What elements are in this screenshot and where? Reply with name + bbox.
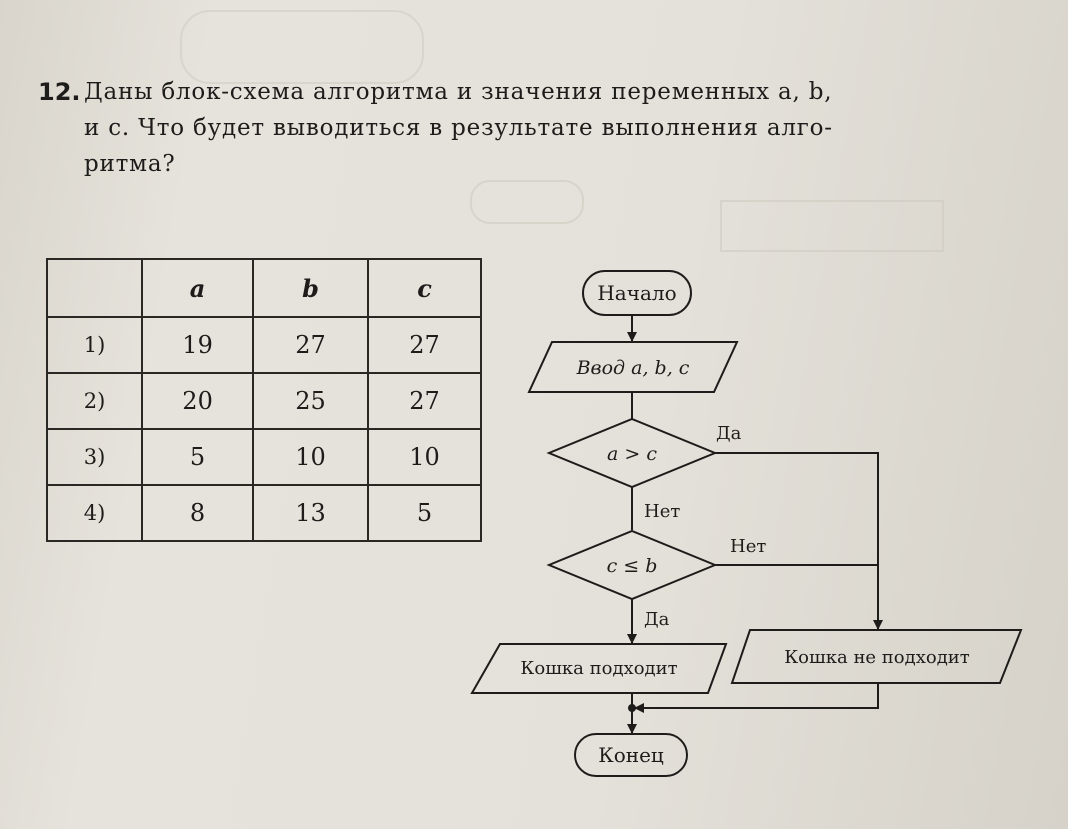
condition-1-no-label: Нет <box>644 501 680 522</box>
problem-line-2: и c. Что будет выводиться в результате в… <box>84 115 833 141</box>
table-cell: 8 <box>141 484 255 542</box>
table-row: 1) 19 27 27 <box>45 316 482 374</box>
table-row: 4) 8 13 5 <box>45 484 482 542</box>
table-cell: 5 <box>367 484 482 542</box>
output-yes-label: Кошка подходит <box>520 658 677 679</box>
flow-line-yes-1 <box>715 452 883 630</box>
condition-2-no-label: Нет <box>730 536 766 557</box>
table-cell: 19 <box>141 316 255 374</box>
condition-1-yes-label: Да <box>716 423 742 444</box>
output-no-block <box>730 629 1023 684</box>
end-terminator <box>574 733 688 777</box>
start-terminator <box>582 270 692 316</box>
bleed-through-shadow <box>720 200 944 252</box>
row-label: 3) <box>45 428 144 486</box>
condition-2-label: c ≤ b <box>607 555 658 577</box>
variables-table: a b c 1) 19 27 27 2) 20 25 27 3) 5 10 10… <box>45 258 482 542</box>
table-cell: 27 <box>252 316 369 374</box>
start-label: Начало <box>597 281 676 305</box>
table-header-a: a <box>141 258 255 318</box>
problem-statement: Даны блок-схема алгоритма и значения пер… <box>84 74 1044 182</box>
condition-2-yes-label: Да <box>644 609 670 630</box>
table-cell: 5 <box>141 428 255 486</box>
condition-1-label: a > c <box>607 443 657 465</box>
flowchart: Начало Ввод a, b, c a > c Да Нет c ≤ b Н… <box>470 270 1023 777</box>
input-label: Ввод a, b, c <box>576 357 690 379</box>
table-cell: 20 <box>141 372 255 430</box>
table-row: 2) 20 25 27 <box>45 372 482 430</box>
table-header-c: c <box>367 258 482 318</box>
problem-line-3: ритма? <box>84 151 176 177</box>
bleed-through-shadow <box>180 10 424 84</box>
flow-line-merge <box>634 683 879 713</box>
table-header-cell <box>45 258 144 318</box>
table-cell: 10 <box>252 428 369 486</box>
table-header-row: a b c <box>45 258 482 318</box>
merge-point <box>628 704 636 712</box>
table-cell: 25 <box>252 372 369 430</box>
row-label: 1) <box>45 316 144 374</box>
output-yes-block <box>470 643 728 694</box>
table-cell: 13 <box>252 484 369 542</box>
problem-line-1: Даны блок-схема алгоритма и значения пер… <box>84 79 833 105</box>
table-cell: 27 <box>367 372 482 430</box>
table-header-b: b <box>252 258 369 318</box>
output-no-label: Кошка не подходит <box>784 647 970 668</box>
table-cell: 27 <box>367 316 482 374</box>
row-label: 4) <box>45 484 144 542</box>
table-cell: 10 <box>367 428 482 486</box>
input-block <box>527 341 739 393</box>
bleed-through-shadow <box>470 180 584 224</box>
row-label: 2) <box>45 372 144 430</box>
problem-number: 12. <box>38 78 81 106</box>
table-row: 3) 5 10 10 <box>45 428 482 486</box>
end-label: Конец <box>598 743 664 767</box>
